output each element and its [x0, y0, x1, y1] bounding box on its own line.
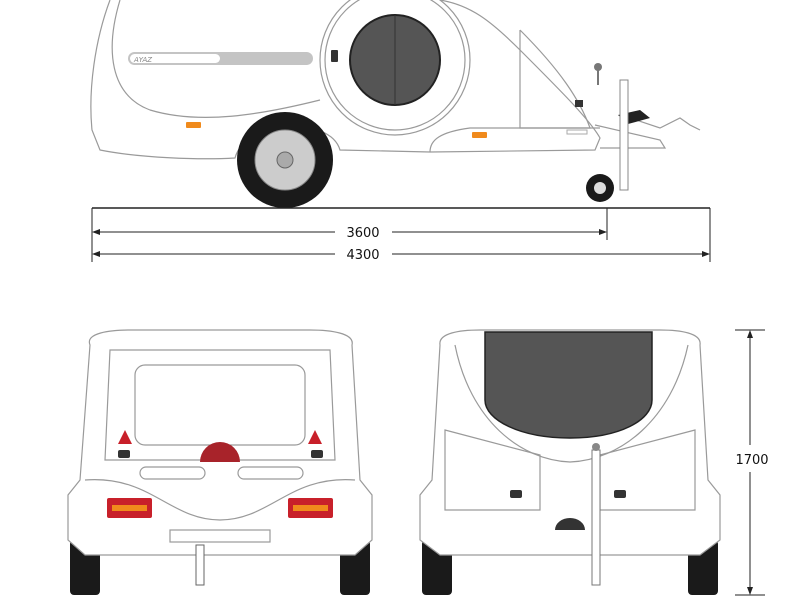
rear-warning-triangle-left: [118, 430, 132, 444]
jockey-wheel-hub: [594, 182, 606, 194]
rear-stabilizer-leg: [195, 544, 205, 586]
door-handle: [331, 50, 338, 62]
brand-label: AYAZ: [133, 56, 152, 64]
rear-bumper-line: [84, 479, 356, 521]
front-latch-left: [510, 490, 522, 498]
front-view: [419, 329, 721, 595]
jockey-knob: [594, 63, 602, 71]
front-window: [484, 331, 653, 439]
rear-view: [67, 329, 373, 595]
brand-badge: [130, 54, 220, 63]
side-wheel-hub: [276, 151, 294, 169]
front-jockey-post: [591, 449, 601, 586]
jockey-post: [619, 79, 629, 191]
side-marker-rear: [186, 122, 201, 128]
side-body-outline: [90, 0, 601, 160]
rear-warning-triangle-right: [308, 430, 322, 444]
rear-reflector-strip-right: [237, 466, 304, 480]
side-panel-line: [111, 0, 321, 119]
locker-latch: [575, 100, 583, 107]
side-view: AYAZ: [90, 0, 701, 208]
door-ring-inner: [324, 0, 466, 131]
front-locker-door: [519, 29, 591, 129]
rear-reflector-strip-left: [139, 466, 206, 480]
rear-lamp-small-left: [118, 450, 130, 458]
front-locker-left: [444, 429, 541, 511]
locker-vent: [566, 129, 588, 135]
drawbar: [594, 124, 667, 149]
height-dimension: 1700: [735, 329, 769, 596]
side-marker-front: [472, 132, 487, 138]
front-jockey-knob: [592, 443, 600, 451]
dim-label-4300: 4300: [346, 248, 379, 263]
rear-logo-badge: [200, 442, 240, 462]
rear-panel: [104, 349, 336, 461]
rear-indicator-left: [112, 505, 147, 511]
dim-label-1700: 1700: [735, 453, 768, 468]
length-dimensions: 3600 4300: [91, 207, 711, 263]
front-contour-line: [454, 344, 689, 463]
rear-lamp-small-right: [311, 450, 323, 458]
dim-label-3600: 3600: [346, 226, 379, 241]
side-skirt-line: [429, 127, 600, 153]
hitch-coupler: [629, 117, 701, 131]
rear-indicator-right: [293, 505, 328, 511]
front-latch-right: [614, 490, 626, 498]
door-ring-outer: [319, 0, 471, 136]
rear-plate-holder: [169, 529, 271, 543]
front-coupler: [555, 518, 585, 530]
